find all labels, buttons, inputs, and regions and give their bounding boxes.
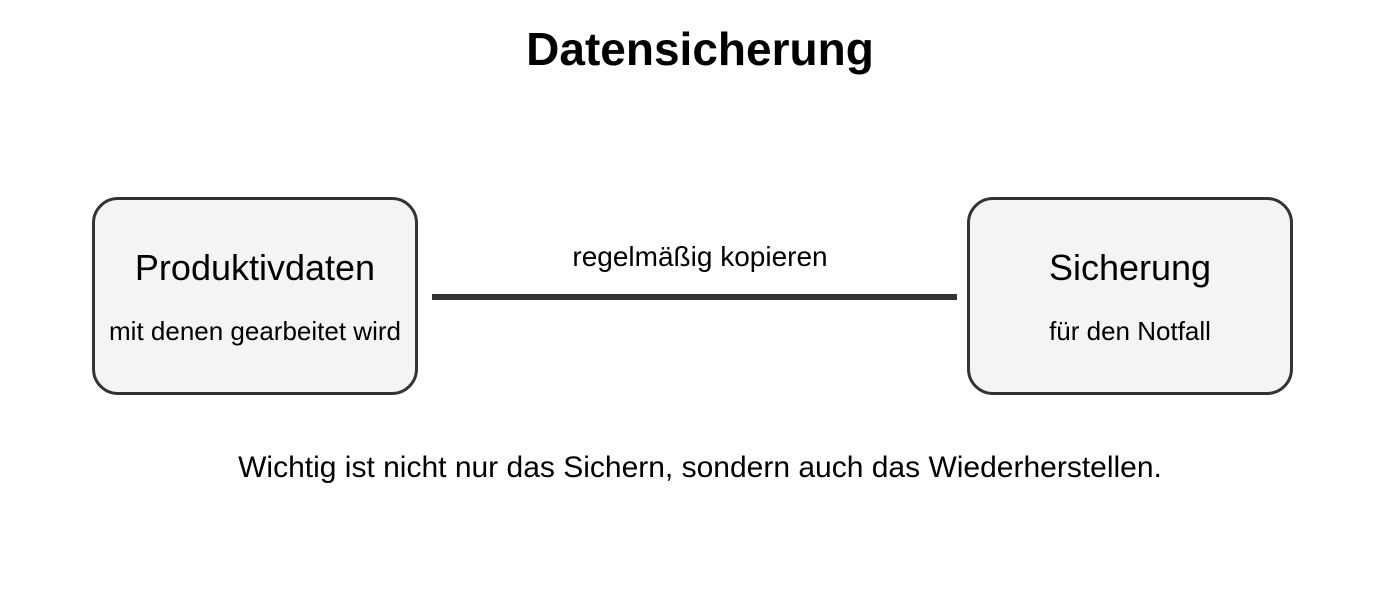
diagram-title: Datensicherung	[526, 23, 874, 75]
node-description: für den Notfall	[1049, 316, 1211, 346]
footnote: Wichtig ist nicht nur das Sichern, sonde…	[238, 451, 1162, 484]
node-label: Produktivdaten	[134, 247, 376, 288]
node-sicherung: Sicherung für den Notfall	[967, 197, 1293, 395]
node-produktivdaten: Produktivdaten mit denen gearbeitet wird	[92, 197, 418, 395]
node-label: Sicherung	[1048, 247, 1212, 288]
connector-line	[432, 294, 957, 300]
node-description: mit denen gearbeitet wird	[109, 316, 401, 346]
edge-label: regelmäßig kopieren	[572, 241, 828, 272]
